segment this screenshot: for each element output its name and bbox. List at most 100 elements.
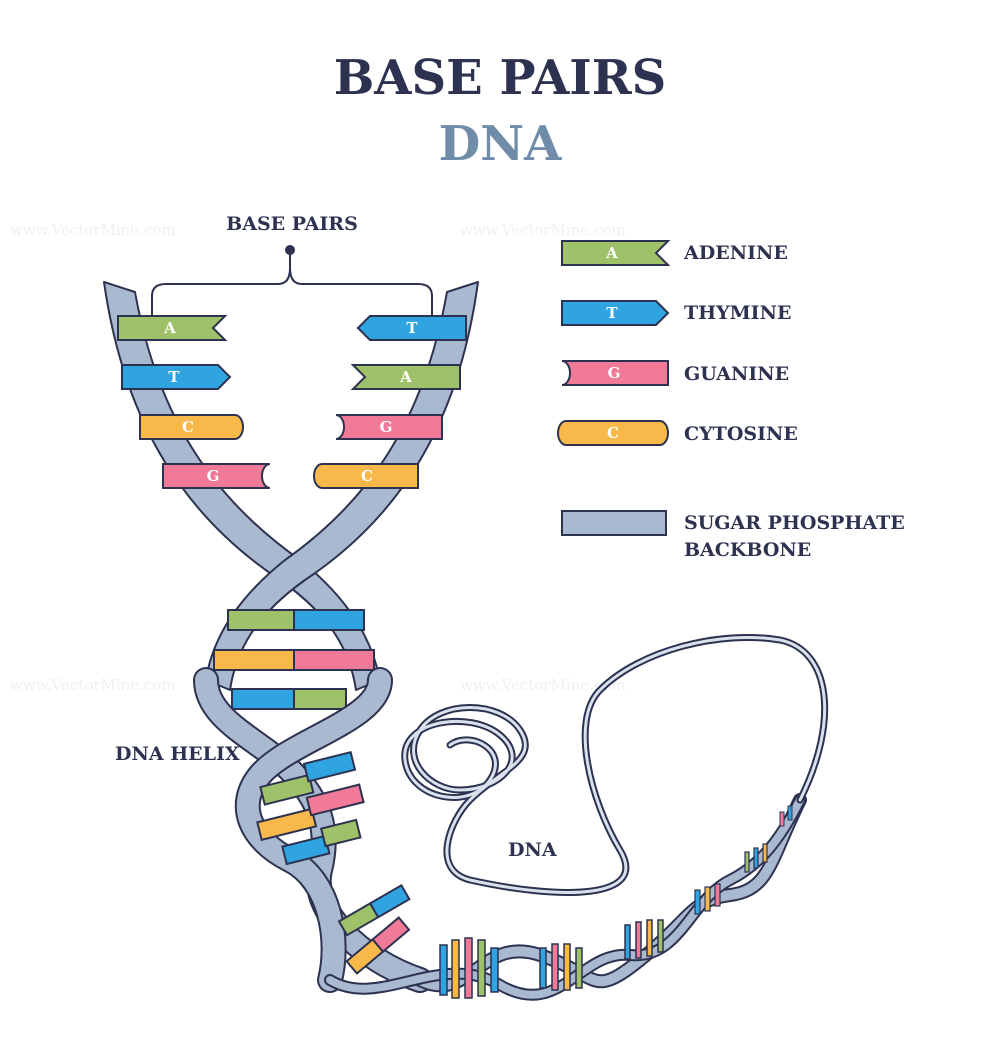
rung-guanine [305, 783, 365, 817]
tail-rung [464, 937, 473, 999]
dna-strand [401, 634, 829, 896]
tail-rung [451, 939, 460, 999]
base-letter: A [399, 368, 412, 386]
thymine-swatch [561, 300, 670, 326]
tail-rung [624, 924, 631, 960]
page-title: BASE PAIRS [334, 50, 667, 106]
watermarks: www.VectorMine.com www.VectorMine.com ww… [10, 221, 626, 694]
tail-rung [477, 939, 486, 997]
helix-strand-a [195, 669, 431, 991]
tail-rung [439, 944, 448, 996]
tail-rung [694, 889, 701, 915]
backbone-swatch [561, 510, 667, 536]
adenine-shape [117, 315, 228, 341]
page-subtitle: DNA [439, 116, 563, 172]
rung-thymine [293, 609, 365, 631]
tail-rung [575, 947, 583, 989]
legend-item-backbone: SUGAR PHOSPHATE BACKBONE [561, 510, 905, 561]
tail-strand-b [326, 796, 804, 999]
guanine-shape [335, 414, 443, 440]
thymine-shape [121, 364, 232, 390]
legend-item-thymine: T THYMINE [561, 300, 791, 326]
rung-adenine [293, 688, 347, 710]
watermark-text: www.VectorMine.com [10, 676, 176, 694]
dna-helix-label: DNA HELIX [115, 743, 240, 765]
base-pairs-bracket [151, 267, 433, 318]
legend-letter: A [605, 244, 618, 262]
tail-rung [490, 947, 499, 993]
left-bases: A T C G [117, 315, 271, 489]
tail-rung [539, 947, 547, 989]
rung-thymine [302, 750, 357, 783]
legend: A ADENINE T THYMINE G GUANINE C CYTOSINE… [557, 240, 905, 561]
tail-rung [704, 886, 711, 912]
rung-adenine [259, 773, 315, 806]
base-letter: T [406, 319, 418, 337]
left-base-cytosine: C [139, 414, 244, 440]
legend-label: BACKBONE [684, 539, 811, 561]
watermark-text: www.VectorMine.com [460, 221, 626, 239]
helix-strand-b [236, 669, 391, 991]
legend-label: CYTOSINE [684, 423, 798, 445]
helix-rungs-upper [213, 609, 375, 710]
tail-rung [753, 847, 759, 869]
base-letter: C [361, 467, 373, 485]
right-base-guanine: G [335, 414, 443, 440]
legend-item-adenine: A ADENINE [561, 240, 788, 266]
watermark-text: www.VectorMine.com [460, 676, 626, 694]
rung-cytosine [213, 649, 295, 671]
rung-guanine [293, 649, 375, 671]
helix-tail [324, 793, 807, 1001]
legend-letter: G [608, 364, 621, 382]
rung-cytosine [256, 807, 318, 842]
tail-rung [657, 919, 664, 953]
watermark-text: www.VectorMine.com [10, 221, 176, 239]
base-letter: C [182, 418, 194, 436]
tail-rung [779, 811, 785, 827]
rung-thymine [231, 688, 295, 710]
right-base-cytosine: C [313, 463, 419, 489]
strand-fill [403, 636, 827, 894]
right-base-adenine: A [350, 364, 461, 390]
left-base-adenine: A [117, 315, 228, 341]
base-letter: T [168, 368, 180, 386]
tail-rung [744, 851, 750, 873]
base-letter: G [207, 467, 220, 485]
left-base-guanine: G [162, 463, 271, 489]
rung-adenine [227, 609, 295, 631]
rung-guanine [371, 916, 411, 954]
tail-rung [551, 943, 559, 991]
tail-rung [762, 843, 768, 863]
legend-label: ADENINE [683, 242, 788, 264]
tail-rung [714, 883, 721, 907]
legend-label: SUGAR PHOSPHATE [684, 512, 905, 534]
adenine-swatch [561, 240, 671, 266]
cytosine-shape [139, 414, 244, 440]
base-letter: G [380, 418, 393, 436]
guanine-swatch [561, 360, 669, 386]
legend-letter: C [607, 424, 619, 442]
left-base-thymine: T [121, 364, 232, 390]
rung-adenine [319, 818, 362, 848]
helix-rungs-middle [256, 750, 411, 975]
rung-thymine [368, 883, 411, 919]
tail-rung [563, 943, 571, 991]
base-pairs-label: BASE PAIRS [226, 213, 358, 235]
adenine-shape [350, 364, 461, 390]
cytosine-swatch [557, 420, 669, 446]
dna-label: DNA [508, 839, 557, 861]
legend-label: GUANINE [684, 363, 789, 385]
tail-rung [635, 921, 642, 959]
tail-rung [787, 805, 793, 821]
base-letter: A [163, 319, 176, 337]
legend-label: THYMINE [684, 302, 791, 324]
guanine-shape [162, 463, 271, 489]
right-bases: T A G C [313, 315, 467, 489]
thymine-shape [356, 315, 467, 341]
tail-rung [646, 919, 653, 957]
cytosine-shape [313, 463, 419, 489]
legend-item-guanine: G GUANINE [561, 360, 789, 386]
tail-strand-a [415, 795, 805, 991]
